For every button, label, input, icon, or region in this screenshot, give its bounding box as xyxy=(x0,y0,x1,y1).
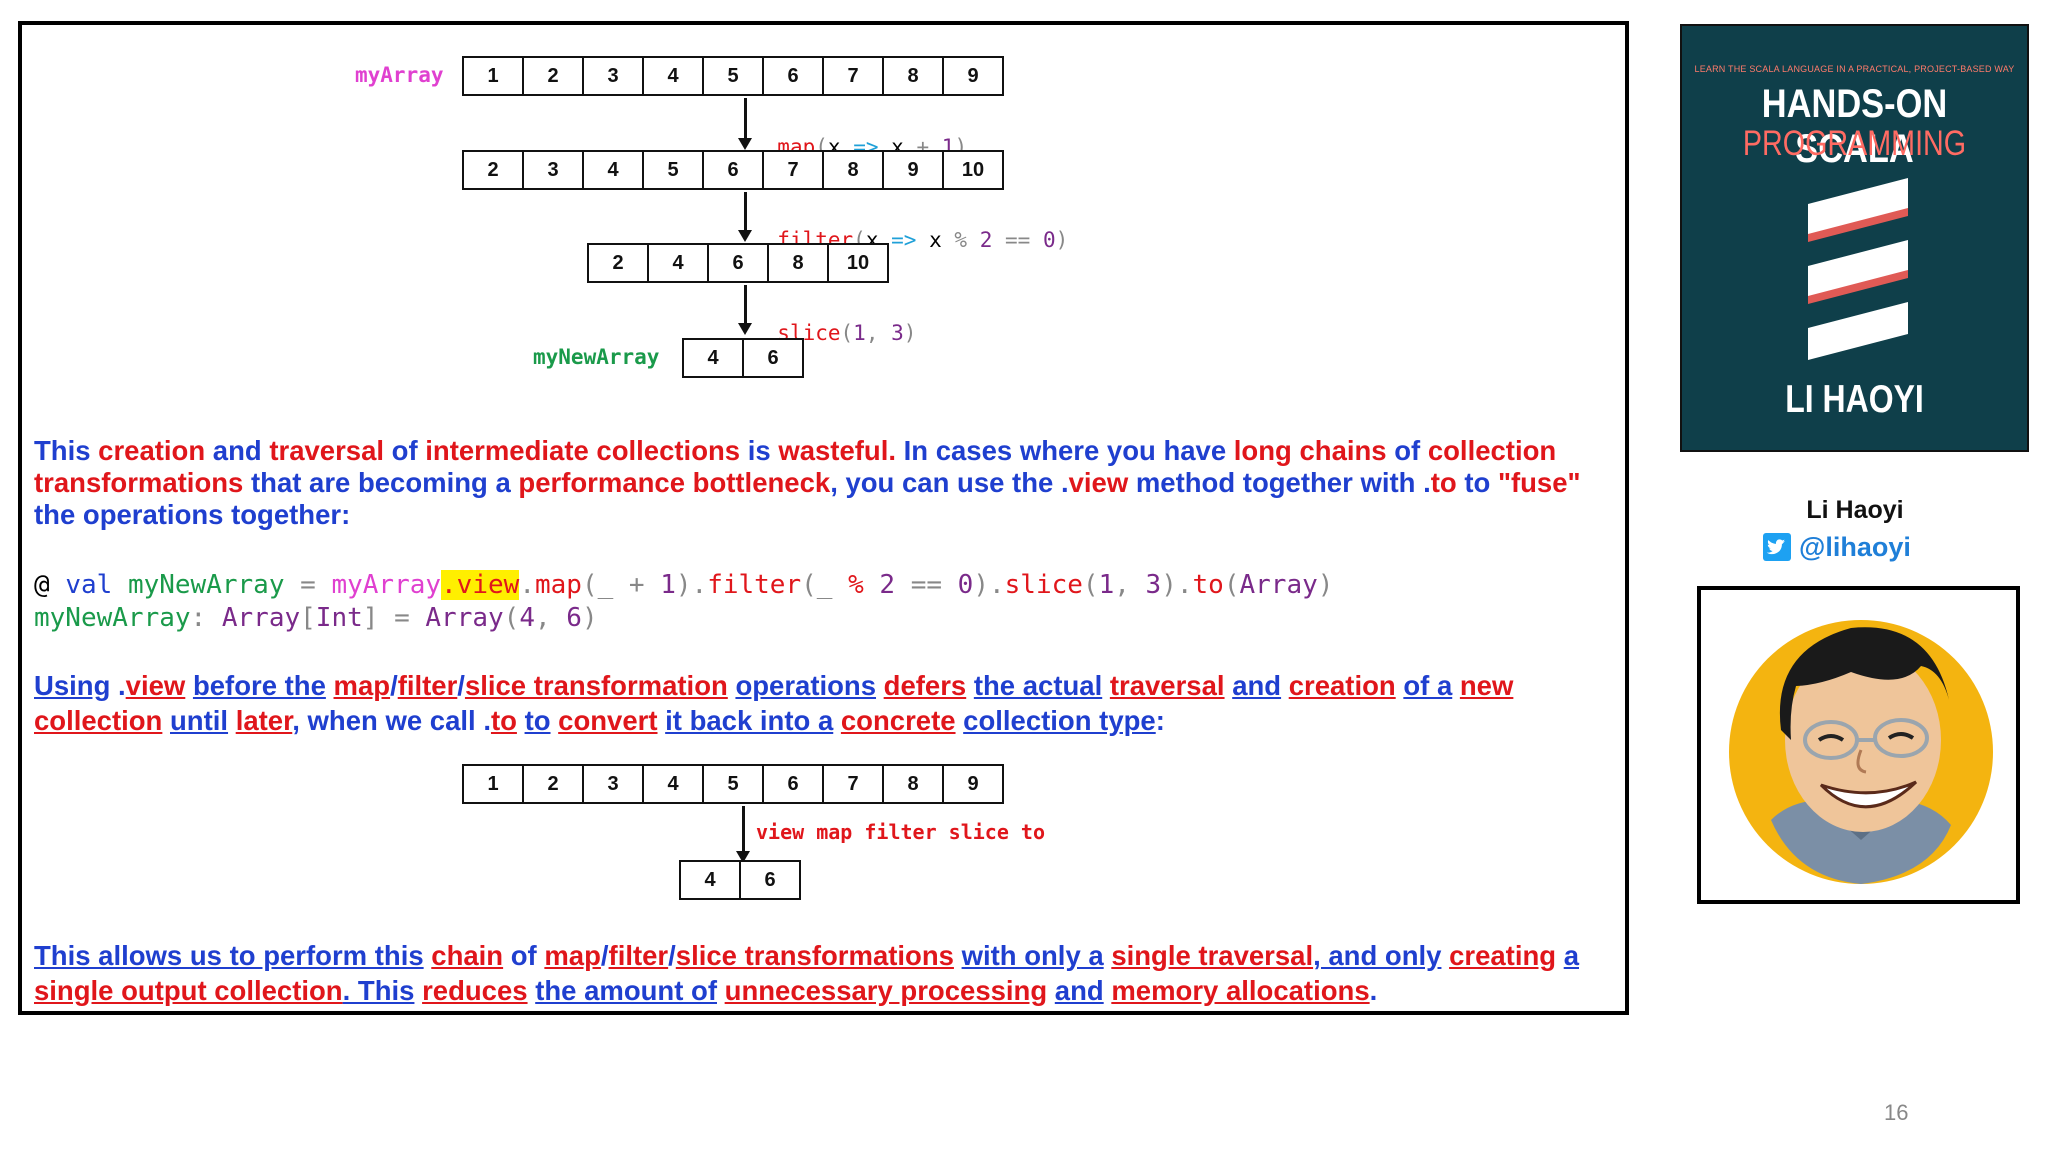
my-array-label: myArray xyxy=(355,63,444,87)
arrow-slice xyxy=(738,285,752,335)
array-cell: 5 xyxy=(642,150,704,190)
array-cell: 8 xyxy=(882,56,944,96)
book-cover: LEARN THE SCALA LANGUAGE IN A PRACTICAL,… xyxy=(1680,24,2029,452)
my-new-array-label: myNewArray xyxy=(533,345,660,369)
array-cell: 5 xyxy=(702,56,764,96)
array-cell: 2 xyxy=(587,243,649,283)
array-cell: 8 xyxy=(767,243,829,283)
scala-logo-icon xyxy=(1808,178,1908,360)
array-cell: 2 xyxy=(462,150,524,190)
array-cell: 4 xyxy=(642,764,704,804)
paragraph-view-explanation: Using .view before the map/filter/slice … xyxy=(34,670,1514,736)
array-cell: 3 xyxy=(582,764,644,804)
array-cell: 5 xyxy=(702,764,764,804)
book-title-line-1: HANDS-ON SCALA xyxy=(1761,82,1948,171)
array-cell: 4 xyxy=(682,338,744,378)
array-cell: 2 xyxy=(522,56,584,96)
array-cell: 6 xyxy=(762,764,824,804)
arrow-filter xyxy=(738,192,752,242)
paragraph-benefits: This allows us to perform this chain of … xyxy=(34,940,1579,1006)
author-name: Li Haoyi xyxy=(1806,496,1904,524)
slide-content-frame xyxy=(18,21,1629,1015)
array-cell: 10 xyxy=(942,150,1004,190)
array-cell: 9 xyxy=(942,764,1004,804)
book-tagline: LEARN THE SCALA LANGUAGE IN A PRACTICAL,… xyxy=(1694,64,2015,74)
array-cell: 6 xyxy=(739,860,801,900)
array-cell: 10 xyxy=(827,243,889,283)
paragraph-fusion-intro: This creation and traversal of intermedi… xyxy=(34,435,1581,530)
author-avatar-frame xyxy=(1697,586,2020,904)
code-line-1: @ val myNewArray = myArray.view.map(_ + … xyxy=(34,570,1334,600)
twitter-bird-icon xyxy=(1763,533,1791,561)
array-cell: 6 xyxy=(707,243,769,283)
view-chain-op-label: view map filter slice to xyxy=(756,820,1045,844)
array-cell: 7 xyxy=(822,56,884,96)
array-cell: 2 xyxy=(522,764,584,804)
array-cell: 3 xyxy=(582,56,644,96)
array-cell: 8 xyxy=(822,150,884,190)
array-cell: 4 xyxy=(582,150,644,190)
array-cell: 1 xyxy=(462,56,524,96)
view-highlight: .view xyxy=(441,570,520,600)
array-cell: 4 xyxy=(642,56,704,96)
arrow-view-chain xyxy=(736,806,750,863)
array-cell: 7 xyxy=(822,764,884,804)
array-cell: 6 xyxy=(762,56,824,96)
arrow-map xyxy=(738,98,752,150)
array-cell: 7 xyxy=(762,150,824,190)
book-title-line-2: PROGRAMMING xyxy=(1742,124,1967,163)
array-cell: 6 xyxy=(702,150,764,190)
array-cell: 4 xyxy=(647,243,709,283)
array-cell: 3 xyxy=(522,150,584,190)
array-cell: 8 xyxy=(882,764,944,804)
array-cell: 1 xyxy=(462,764,524,804)
array-cell: 6 xyxy=(742,338,804,378)
array-cell: 4 xyxy=(679,860,741,900)
twitter-handle[interactable]: @lihaoyi xyxy=(1799,531,1911,562)
array-cell: 9 xyxy=(882,150,944,190)
code-line-2: myNewArray: Array[Int] = Array(4, 6) xyxy=(34,603,598,633)
array-cell: 9 xyxy=(942,56,1004,96)
page-number: 16 xyxy=(1884,1100,1909,1125)
avatar xyxy=(1729,620,1993,884)
twitter-handle-row[interactable]: @lihaoyi xyxy=(1763,532,1911,562)
book-author: LI HAOYI xyxy=(1785,378,1924,421)
